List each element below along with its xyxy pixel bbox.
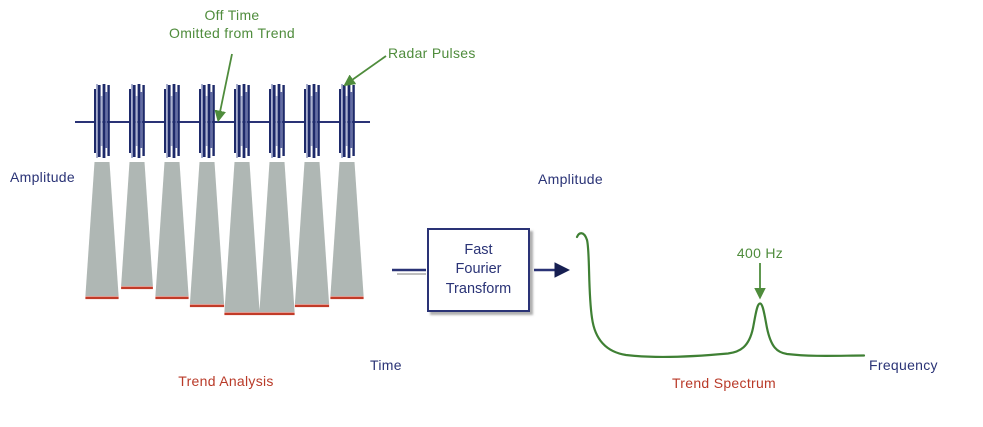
time-plot-time-label: Time — [370, 357, 402, 373]
off-time-arrow — [214, 53, 233, 123]
spectrum-curve — [575, 232, 866, 359]
trend-bar-floor — [121, 286, 153, 290]
radar-pulse — [129, 84, 145, 158]
time-plot-caption: Trend Analysis — [178, 373, 274, 389]
spectrum-plot-frequency-label: Frequency — [869, 357, 938, 373]
trend-bar-floor — [224, 312, 295, 316]
radar-pulse — [199, 84, 215, 158]
fft-box-label: Fast Fourier Transform — [445, 241, 512, 297]
trend-bar — [259, 162, 295, 312]
trend-bar-floor — [85, 296, 119, 300]
radar-pulse — [339, 84, 355, 158]
trend-bar-floor — [294, 304, 330, 308]
trend-bar-floor — [155, 296, 189, 300]
off-time-annotation: Off Time Omitted from Trend — [169, 7, 295, 42]
trend-bar — [155, 162, 189, 296]
trend-bar — [224, 162, 260, 312]
spectrum-plot-amplitude-label: Amplitude — [538, 171, 603, 187]
radar-pulse — [94, 84, 110, 158]
trend-bar — [121, 162, 153, 286]
trend-bar-floor — [189, 304, 225, 308]
peak-frequency-annotation: 400 Hz — [736, 245, 784, 261]
radar-pulse — [164, 84, 180, 158]
trend-bar — [85, 162, 119, 296]
fft-box: Fast Fourier Transform — [427, 228, 530, 312]
radar-pulse — [269, 84, 285, 158]
time-plot-amplitude-label: Amplitude — [10, 169, 75, 185]
trend-bars — [85, 162, 364, 316]
trend-bar — [294, 162, 330, 304]
trend-bar — [330, 162, 364, 296]
radar-pulses-annotation: Radar Pulses — [388, 45, 476, 61]
radar-pulse — [304, 84, 320, 158]
spectrum-plot-caption: Trend Spectrum — [671, 375, 777, 391]
trend-bar-floor — [330, 296, 364, 300]
radar-pulse — [234, 84, 250, 158]
trend-bar — [189, 162, 225, 304]
radar-pulses-arrow — [343, 55, 387, 87]
